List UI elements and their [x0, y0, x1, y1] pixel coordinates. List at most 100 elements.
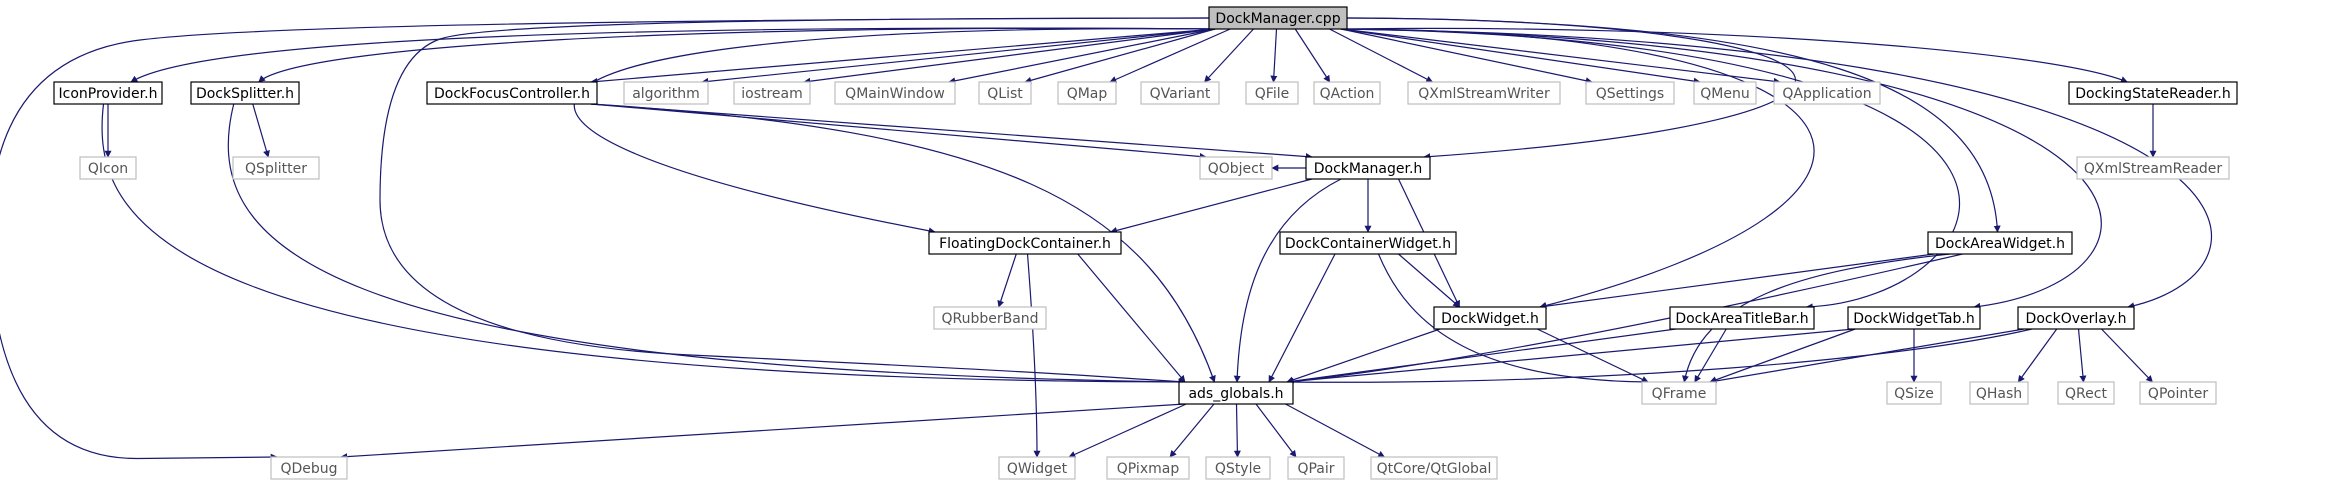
edge-ads_globals_h-to-qdebug: [340, 403, 1186, 461]
node-label: iostream: [741, 86, 803, 102]
edge-ads_globals_h-to-qpair: [1255, 403, 1297, 458]
node-label: QFrame: [1652, 386, 1707, 402]
edge-dockfocuscontroller_h-to-qobject: [590, 103, 1207, 160]
node-label: DockWidget.h: [1441, 311, 1539, 327]
node-qwidget: QWidget: [998, 456, 1076, 480]
node-qaction: QAction: [1313, 81, 1381, 105]
node-label: QApplication: [1782, 86, 1871, 102]
edge-dockmanager_cpp-to-qmenu: [1340, 28, 1701, 85]
node-algorithm: algorithm: [623, 81, 709, 105]
node-label: QHash: [1976, 386, 2022, 402]
edge-dockmanager_cpp-to-qsettings: [1340, 28, 1593, 85]
node-qvariant: QVariant: [1140, 81, 1220, 105]
node-qmainwindow: QMainWindow: [834, 81, 956, 105]
edge-dockmanager_cpp-to-qapplication: [1340, 28, 1781, 85]
node-dockareawidget-h[interactable]: DockAreaWidget.h: [1927, 231, 2073, 255]
edge-dockwidget_h-to-qframe: [1536, 328, 1649, 383]
edge-dockmanager_cpp-to-qxmlstreamwriter: [1329, 28, 1434, 83]
edge-dockmanager_cpp-to-dockareawidget_h: [1346, 17, 2001, 233]
node-qxmlstreamwriter: QXmlStreamWriter: [1407, 81, 1561, 105]
node-label: QSplitter: [245, 161, 307, 177]
node-label: QObject: [1208, 161, 1265, 177]
node-label: DockWidgetTab.h: [1853, 311, 1974, 327]
node-label: QDebug: [280, 461, 337, 477]
node-qlist: QList: [978, 81, 1032, 105]
node-label: QRubberBand: [941, 311, 1038, 327]
node-iostream: iostream: [733, 81, 811, 105]
node-label: QAction: [1320, 86, 1375, 102]
edge-dockoverlay_h-to-ads_globals_h: [1286, 328, 2033, 386]
node-label: DockingStateReader.h: [2075, 86, 2230, 102]
node-qtcore-qtglobal: QtCore/QtGlobal: [1370, 456, 1498, 480]
node-qrect: QRect: [2057, 381, 2115, 405]
node-label: QPair: [1297, 461, 1334, 477]
node-label: FloatingDockContainer.h: [939, 236, 1111, 252]
node-dockwidget-h[interactable]: DockWidget.h: [1433, 306, 1547, 330]
node-label: QtCore/QtGlobal: [1377, 461, 1492, 477]
edge-dockfocuscontroller_h-to-dockmanager_h: [590, 103, 1313, 161]
edge-dockmanager_cpp-to-dockareatitlebar_h: [1340, 28, 1960, 311]
node-qpair: QPair: [1287, 456, 1345, 480]
edge-dockmanager_cpp-to-qdebug: [0, 17, 1210, 461]
node-dockmanager-cpp[interactable]: DockManager.cpp: [1208, 6, 1348, 30]
edge-dockareawidget_h-to-dockwidget_h: [1539, 253, 1935, 310]
edge-dockmanager_h-to-floatingdockcontainer_h: [1110, 178, 1313, 234]
edge-dockwidgettab_h-to-ads_globals_h: [1286, 328, 1855, 385]
node-iconprovider-h[interactable]: IconProvider.h: [53, 81, 163, 105]
node-label: ads_globals.h: [1188, 386, 1283, 402]
node-label: QPixmap: [1117, 461, 1180, 477]
node-qframe: QFrame: [1641, 381, 1717, 405]
edge-dockoverlay_h-to-qrect: [2077, 328, 2087, 383]
edge-dockmanager_cpp-to-qlist: [1024, 28, 1216, 84]
edge-dockmanager_cpp-to-qvariant: [1204, 28, 1254, 83]
node-label: QFile: [1255, 86, 1289, 102]
node-label: QPointer: [2148, 386, 2208, 402]
node-qsplitter: QSplitter: [232, 156, 320, 180]
node-docksplitter-h[interactable]: DockSplitter.h: [190, 81, 300, 105]
edge-ads_globals_h-to-qwidget: [1068, 403, 1187, 458]
edge-dockcontainerwidget_h-to-ads_globals_h: [1268, 253, 1336, 383]
node-label: QSize: [1894, 386, 1934, 402]
edge-floatingdockcontainer_h-to-ads_globals_h: [1077, 253, 1186, 383]
edge-dockmanager_h-to-ads_globals_h: [1233, 178, 1342, 383]
node-dockoverlay-h[interactable]: DockOverlay.h: [2017, 306, 2135, 330]
node-dockwidgettab-h[interactable]: DockWidgetTab.h: [1847, 306, 1981, 330]
node-dockmanager-h[interactable]: DockManager.h: [1305, 156, 1431, 180]
node-label: QSettings: [1596, 86, 1664, 102]
node-label: QXmlStreamWriter: [1418, 86, 1550, 102]
node-label: QMainWindow: [845, 86, 945, 102]
edge-ads_globals_h-to-qtcore_qtglobal: [1285, 403, 1386, 458]
node-label: QWidget: [1007, 461, 1068, 477]
node-dockfocuscontroller-h[interactable]: DockFocusController.h: [426, 81, 598, 105]
node-qicon: QIcon: [79, 156, 137, 180]
node-label: QXmlStreamReader: [2084, 161, 2223, 177]
node-qhash: QHash: [1969, 381, 2029, 405]
node-label: algorithm: [632, 86, 700, 102]
node-label: DockFocusController.h: [434, 86, 590, 102]
node-dockingstatereader-h[interactable]: DockingStateReader.h: [2068, 81, 2238, 105]
node-qdebug: QDebug: [270, 456, 348, 480]
node-label: IconProvider.h: [59, 86, 158, 102]
node-qapplication: QApplication: [1773, 81, 1881, 105]
edge-docksplitter_h-to-qsplitter: [252, 103, 270, 158]
node-label: DockManager.cpp: [1215, 11, 1340, 27]
edge-docksplitter_h-to-ads_globals_h: [227, 103, 1186, 386]
node-dockareatitlebar-h[interactable]: DockAreaTitleBar.h: [1669, 306, 1815, 330]
edge-dockareawidget_h-to-qframe: [1682, 253, 1951, 383]
edge-dockmanager_cpp-to-algorithm: [701, 28, 1216, 85]
edge-dockmanager_cpp-to-ads_globals_h: [379, 17, 1210, 386]
edge-dockareatitlebar_h-to-ads_globals_h: [1286, 328, 1677, 385]
edge-dockmanager_cpp-to-dockingstatereader_h: [1340, 27, 2128, 83]
node-ads-globals-h[interactable]: ads_globals.h: [1178, 381, 1294, 405]
node-qpixmap: QPixmap: [1106, 456, 1190, 480]
edge-dockmanager_cpp-to-qmap: [1109, 28, 1231, 83]
node-qmenu: QMenu: [1693, 81, 1757, 105]
node-label: DockContainerWidget.h: [1285, 236, 1451, 252]
edge-dockmanager_cpp-to-qaction: [1294, 28, 1331, 83]
edge-floatingdockcontainer_h-to-qwidget: [1026, 253, 1041, 458]
node-floatingdockcontainer-h[interactable]: FloatingDockContainer.h: [928, 231, 1122, 255]
edge-dockwidgettab_h-to-qframe: [1709, 328, 1856, 384]
node-dockcontainerwidget-h[interactable]: DockContainerWidget.h: [1279, 231, 1457, 255]
edge-dockareatitlebar_h-to-qframe: [1694, 328, 1727, 383]
